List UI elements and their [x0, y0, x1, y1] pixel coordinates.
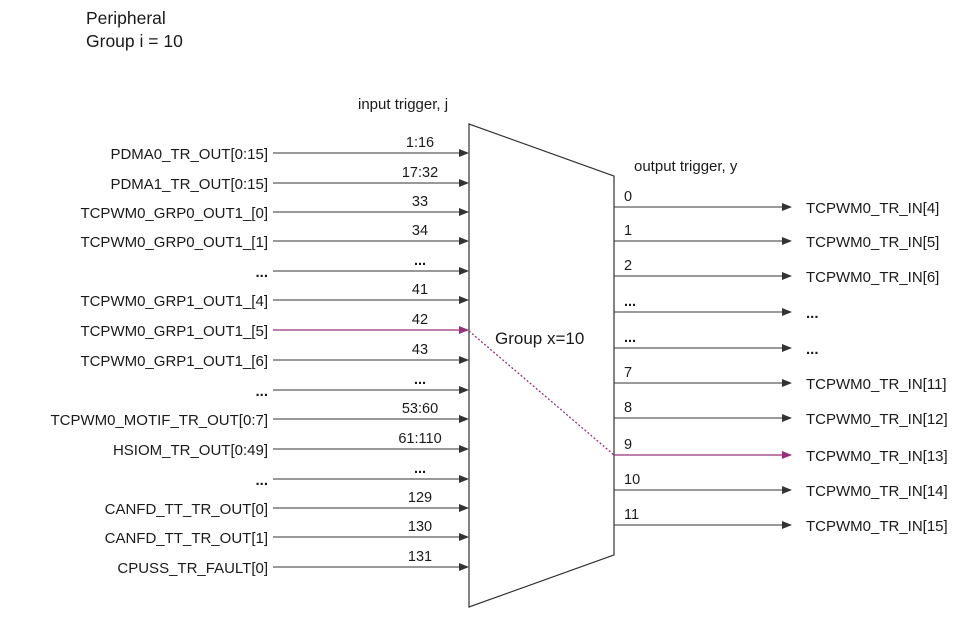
- input-label: TCPWM0_GRP0_OUT1_[1]: [80, 234, 268, 251]
- input-index: 1:16: [406, 135, 434, 151]
- input-label: TCPWM0_GRP1_OUT1_[4]: [80, 293, 268, 310]
- output-index: ...: [624, 330, 636, 346]
- input-label: ...: [255, 383, 268, 400]
- input-label: ...: [255, 264, 268, 281]
- output-index: 7: [624, 365, 632, 381]
- input-label: TCPWM0_GRP1_OUT1_[6]: [80, 353, 268, 370]
- input-label: TCPWM0_MOTIF_TR_OUT[0:7]: [50, 412, 268, 429]
- output-label: TCPWM0_TR_IN[4]: [806, 200, 939, 217]
- output-index: 10: [624, 472, 640, 488]
- output-label: ...: [806, 341, 819, 358]
- input-index: 129: [408, 490, 432, 506]
- output-label: TCPWM0_TR_IN[6]: [806, 269, 939, 286]
- output-label: TCPWM0_TR_IN[11]: [806, 376, 947, 393]
- input-index: 43: [412, 342, 428, 358]
- output-index: 1: [624, 223, 632, 239]
- mux-trapezoid: [468, 123, 615, 608]
- input-label: TCPWM0_GRP1_OUT1_[5]: [80, 323, 268, 340]
- output-label: TCPWM0_TR_IN[5]: [806, 234, 939, 251]
- input-index: ...: [414, 372, 426, 388]
- input-label: CANFD_TT_TR_OUT[0]: [105, 501, 268, 518]
- input-index: 17:32: [402, 165, 438, 181]
- input-index: 42: [412, 312, 428, 328]
- output-label: TCPWM0_TR_IN[15]: [806, 518, 948, 535]
- mux-group-label: Group x=10: [495, 329, 584, 348]
- output-label: TCPWM0_TR_IN[13]: [806, 448, 948, 465]
- input-label: TCPWM0_GRP0_OUT1_[0]: [80, 205, 268, 222]
- output-trigger-caption: output trigger, y: [634, 158, 738, 175]
- input-label: PDMA0_TR_OUT[0:15]: [110, 146, 268, 163]
- input-label: PDMA1_TR_OUT[0:15]: [110, 176, 268, 193]
- input-label: CANFD_TT_TR_OUT[1]: [105, 530, 268, 547]
- input-label: CPUSS_TR_FAULT[0]: [117, 560, 268, 577]
- input-triggers: PDMA0_TR_OUT[0:15] 1:16PDMA1_TR_OUT[0:15]…: [50, 135, 469, 577]
- output-index: 11: [624, 507, 639, 523]
- output-index: ...: [624, 294, 636, 310]
- output-label: TCPWM0_TR_IN[14]: [806, 483, 948, 500]
- input-index: 131: [408, 549, 432, 565]
- input-label: ...: [255, 472, 268, 489]
- header-group: Group i = 10: [86, 31, 183, 51]
- input-index: 53:60: [402, 401, 438, 417]
- output-index: 9: [624, 437, 632, 453]
- input-index: 130: [408, 519, 432, 535]
- output-label: ...: [806, 305, 819, 322]
- input-index: ...: [414, 253, 426, 269]
- input-trigger-caption: input trigger, j: [358, 96, 448, 113]
- output-label: TCPWM0_TR_IN[12]: [806, 411, 948, 428]
- input-index: 41: [412, 282, 428, 298]
- input-index: 33: [412, 194, 428, 210]
- output-index: 0: [624, 189, 632, 205]
- output-index: 2: [624, 258, 632, 274]
- input-label: HSIOM_TR_OUT[0:49]: [113, 442, 268, 459]
- output-index: 8: [624, 400, 632, 416]
- input-index: 61:110: [398, 431, 441, 447]
- input-index: 34: [412, 223, 428, 239]
- header-peripheral: Peripheral: [86, 8, 166, 28]
- input-index: ...: [414, 461, 426, 477]
